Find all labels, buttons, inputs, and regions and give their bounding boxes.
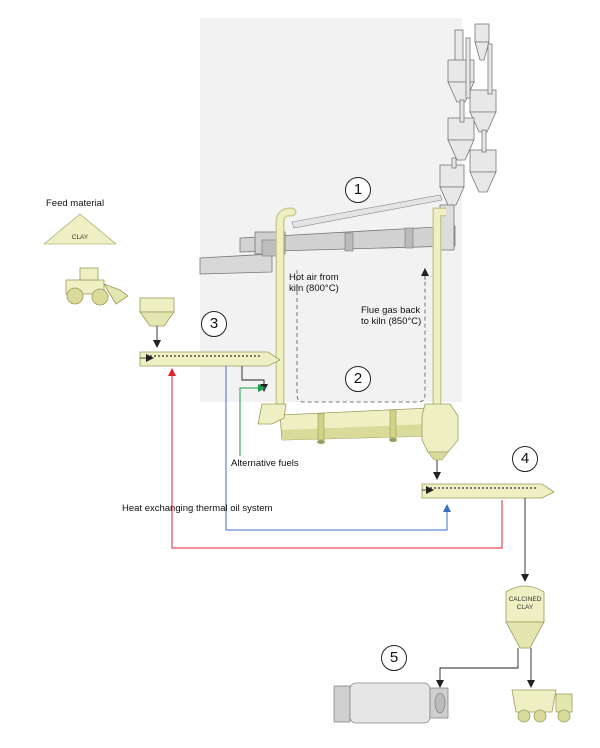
existing-plant-panel [200, 18, 462, 402]
silo-to-mill-line [436, 648, 519, 688]
step-1-badge: 1 [345, 177, 371, 203]
calcined-clay-label-line2: CLAY [516, 604, 534, 611]
preheater-tower [439, 23, 497, 206]
alternative-fuels-line [239, 384, 266, 456]
clay-pile-label: CLAY [71, 234, 89, 241]
alternative-fuels-label: Alternative fuels [231, 458, 299, 469]
wheel-loader [65, 267, 129, 306]
hot-air-label-line1: Hot air from [289, 272, 339, 283]
clay-dryer-conveyor [139, 351, 281, 367]
step-3-badge: 3 [201, 311, 227, 337]
calciner-rotary-kiln [257, 403, 459, 461]
calcined-clay-cooler [421, 483, 555, 499]
step-2-badge: 2 [345, 366, 371, 392]
hot-air-duct-inner [277, 209, 295, 411]
gas-recirculation-dashed [296, 268, 426, 403]
flue-gas-label-line1: Flue gas back [361, 305, 421, 316]
calcined-clay-silo [505, 585, 545, 649]
clay-pile [43, 213, 117, 245]
calcined-clay-label-line1: CALCINED [508, 596, 542, 603]
feed-hopper [139, 297, 175, 327]
hot-air-label-line2: kiln (800°C) [289, 283, 339, 294]
dump-truck [511, 689, 573, 723]
flue-gas-duct-inner [434, 209, 446, 408]
ball-mill [333, 682, 449, 724]
step-5-badge: 5 [381, 645, 407, 671]
step-4-badge: 4 [512, 446, 538, 472]
thermal-oil-supply-line [225, 366, 451, 531]
feed-material-label: Feed material [46, 198, 105, 209]
flue-gas-label-line2: to kiln (850°C) [361, 316, 422, 327]
heat-exchanging-label: Heat exchanging thermal oil system [122, 503, 273, 514]
thermal-oil-return-line [168, 368, 503, 549]
